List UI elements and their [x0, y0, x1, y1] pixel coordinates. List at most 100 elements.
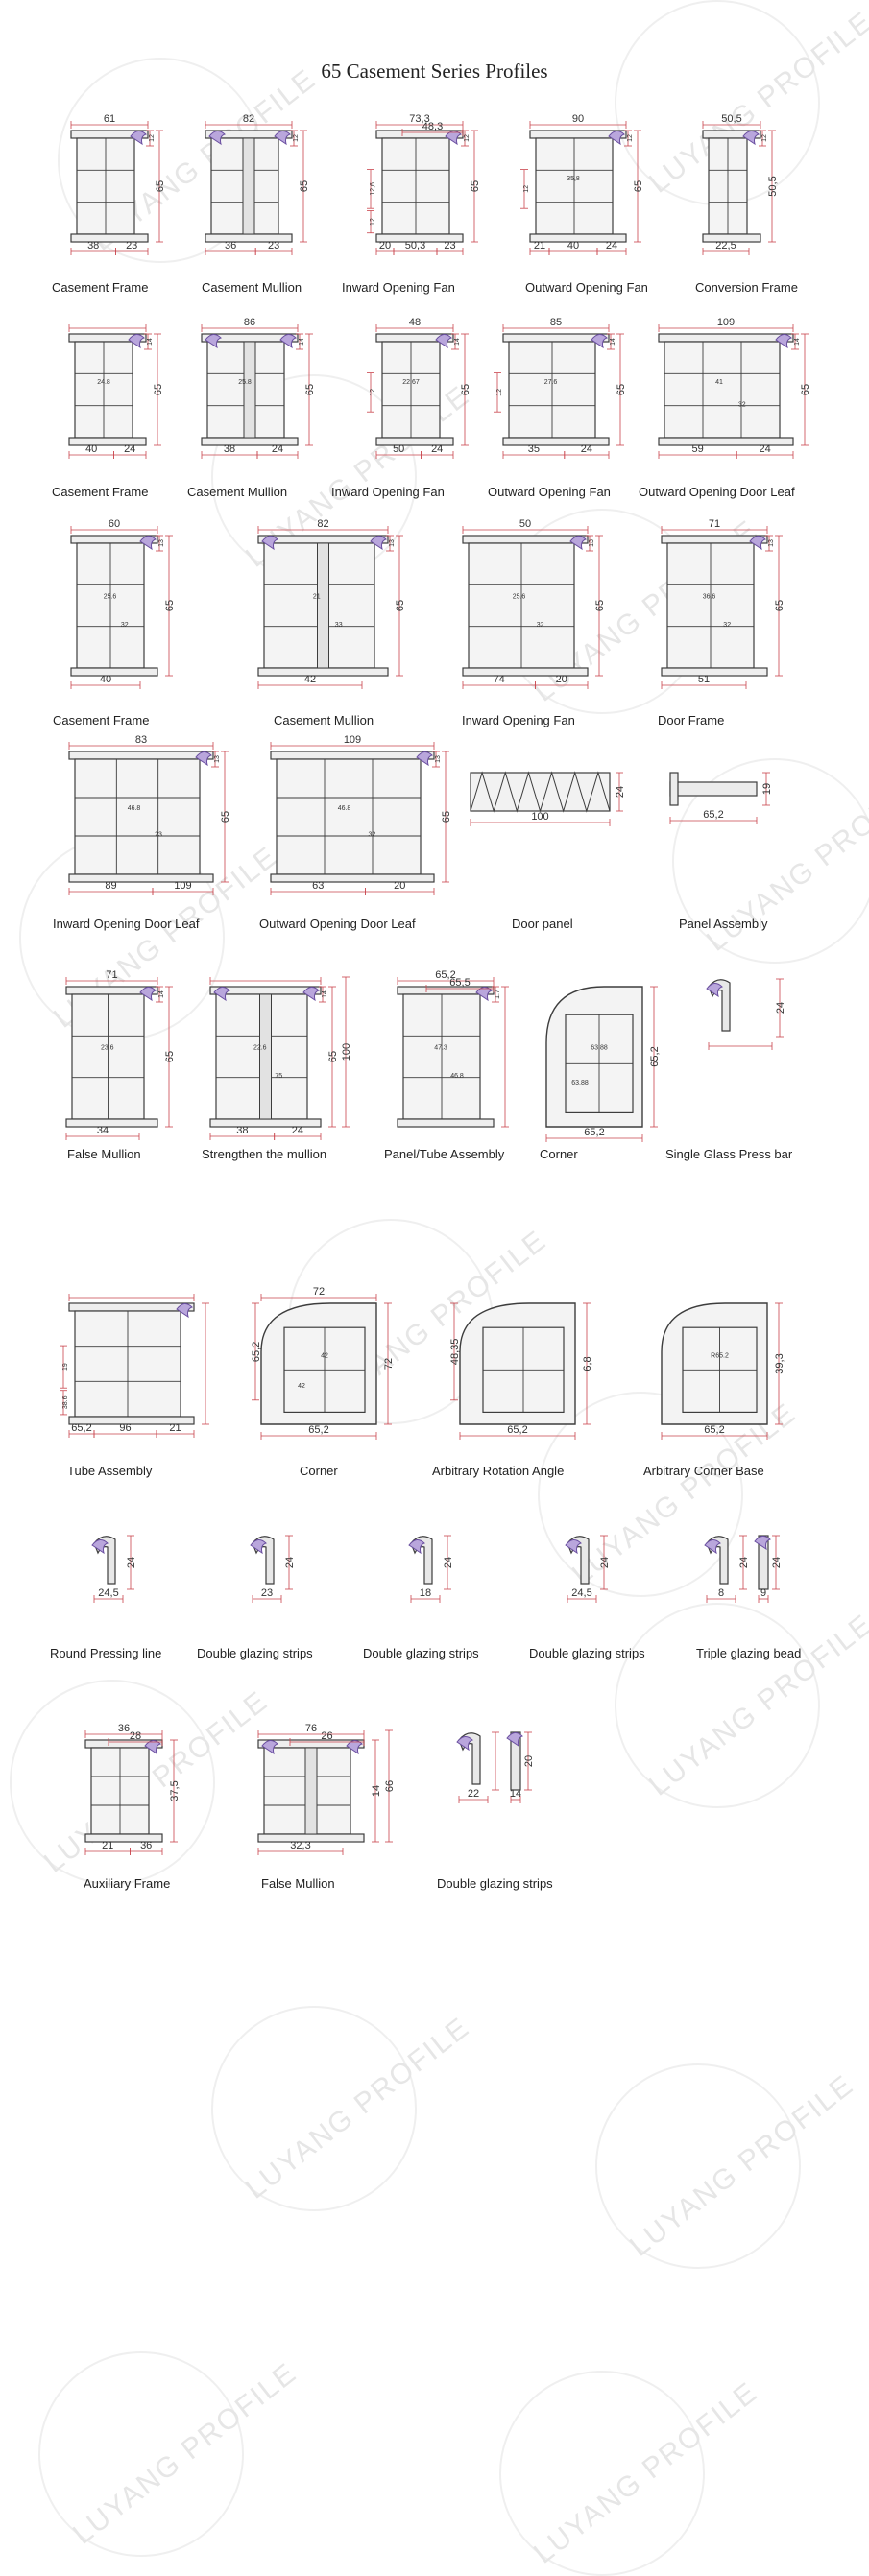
dimension-label: 36	[140, 1840, 152, 1851]
inner-dimension: 23.6	[101, 1045, 114, 1052]
profile-caption: Strengthen the mullion	[202, 1147, 327, 1161]
watermark-ring	[672, 758, 869, 964]
dimension-label: 14	[147, 338, 154, 346]
profile-caption: Outward Opening Fan	[488, 485, 611, 499]
inner-dimension: 21	[313, 594, 321, 601]
inner-dimension: 63.88	[591, 1045, 608, 1052]
dimension-label: 73,3	[409, 113, 429, 125]
dimension-label: 23	[444, 240, 455, 251]
dimension-label: 35	[528, 443, 540, 455]
dimension-label: 21	[534, 240, 545, 251]
dimension-label: 12	[523, 185, 530, 193]
dimension-label: 59	[691, 443, 703, 455]
dimension-label: 76	[305, 1723, 317, 1734]
dimension-label: 38	[224, 443, 235, 455]
inner-dimension: 41	[715, 379, 723, 386]
dimension-label: 72	[383, 1358, 395, 1370]
dimension-label: 20	[556, 674, 567, 685]
dimension-label: 8	[718, 1587, 724, 1599]
dimension-label: 65	[800, 384, 811, 395]
dimension-label: 65	[164, 600, 176, 611]
watermark-ring	[538, 1392, 743, 1597]
inner-dimension: 46.8	[338, 805, 351, 812]
dimension-label: 26	[321, 1730, 332, 1742]
profile-caption: Arbitrary Corner Base	[643, 1464, 764, 1478]
dimension-label: 90	[572, 113, 584, 125]
dimension-label: 13	[158, 539, 165, 547]
dimension-label: 12	[761, 134, 768, 142]
profile-caption: Door panel	[512, 917, 573, 931]
dimension-label: 65	[153, 384, 164, 395]
dimension-label: 13	[768, 539, 775, 547]
dimension-label: 24	[292, 1125, 303, 1136]
profile-caption: Conversion Frame	[695, 280, 798, 295]
dimension-label: 65	[220, 811, 231, 823]
dimension-label: 9	[760, 1587, 766, 1599]
dimension-label: 65	[470, 180, 481, 192]
profile-caption: Tube Assembly	[67, 1464, 153, 1478]
dimension-label: 48,3	[422, 121, 443, 132]
dimension-label: 24	[606, 240, 617, 251]
dimension-label: 13	[389, 539, 396, 547]
watermark-ring	[211, 2006, 417, 2211]
profile-caption: Casement Mullion	[274, 713, 374, 727]
dimension-label: 65,2	[649, 1046, 661, 1066]
dimension-label: 66	[384, 1780, 396, 1792]
dimension-label: 14	[510, 1788, 521, 1800]
dimension-label: 14	[371, 1785, 382, 1797]
dimension-label: 13	[214, 755, 221, 763]
inner-dimension: 32	[738, 401, 746, 408]
dimension-label: 65,2	[308, 1424, 328, 1436]
dimension-label: 24	[443, 1557, 454, 1568]
profile-caption: False Mullion	[67, 1147, 141, 1161]
dimension-label: 65	[633, 180, 644, 192]
dimension-label: 6,8	[582, 1356, 593, 1371]
dimension-label: 14	[299, 338, 305, 346]
dimension-label: 65	[164, 1051, 176, 1062]
dimension-label: 65,2	[703, 809, 723, 821]
dimension-label: 86	[244, 317, 255, 328]
dimension-label: 48	[409, 317, 421, 328]
dimension-label: 72	[313, 1286, 325, 1298]
dimension-label: 83	[135, 734, 147, 746]
dimension-label: 12	[627, 134, 634, 142]
dimension-label: 50,3	[405, 240, 425, 251]
inner-dimension: 22.6	[253, 1045, 267, 1052]
dimension-label: 14	[158, 990, 165, 998]
dimension-label: 65	[441, 811, 452, 823]
inner-dimension: 25.8	[238, 379, 252, 386]
dimension-label: 50,5	[767, 176, 779, 196]
dimension-label: 14	[794, 338, 801, 346]
inner-dimension: 36.6	[703, 594, 716, 601]
dimension-label: 109	[344, 734, 361, 746]
dimension-label: 71	[709, 518, 720, 530]
profile-caption: Double glazing strips	[197, 1646, 313, 1660]
dimension-label: 85	[550, 317, 562, 328]
dimension-label: 51	[698, 674, 710, 685]
inner-dimension: 32	[369, 831, 376, 838]
profile-caption: Single Glass Press bar	[665, 1147, 793, 1161]
inner-dimension: 33	[335, 622, 343, 629]
